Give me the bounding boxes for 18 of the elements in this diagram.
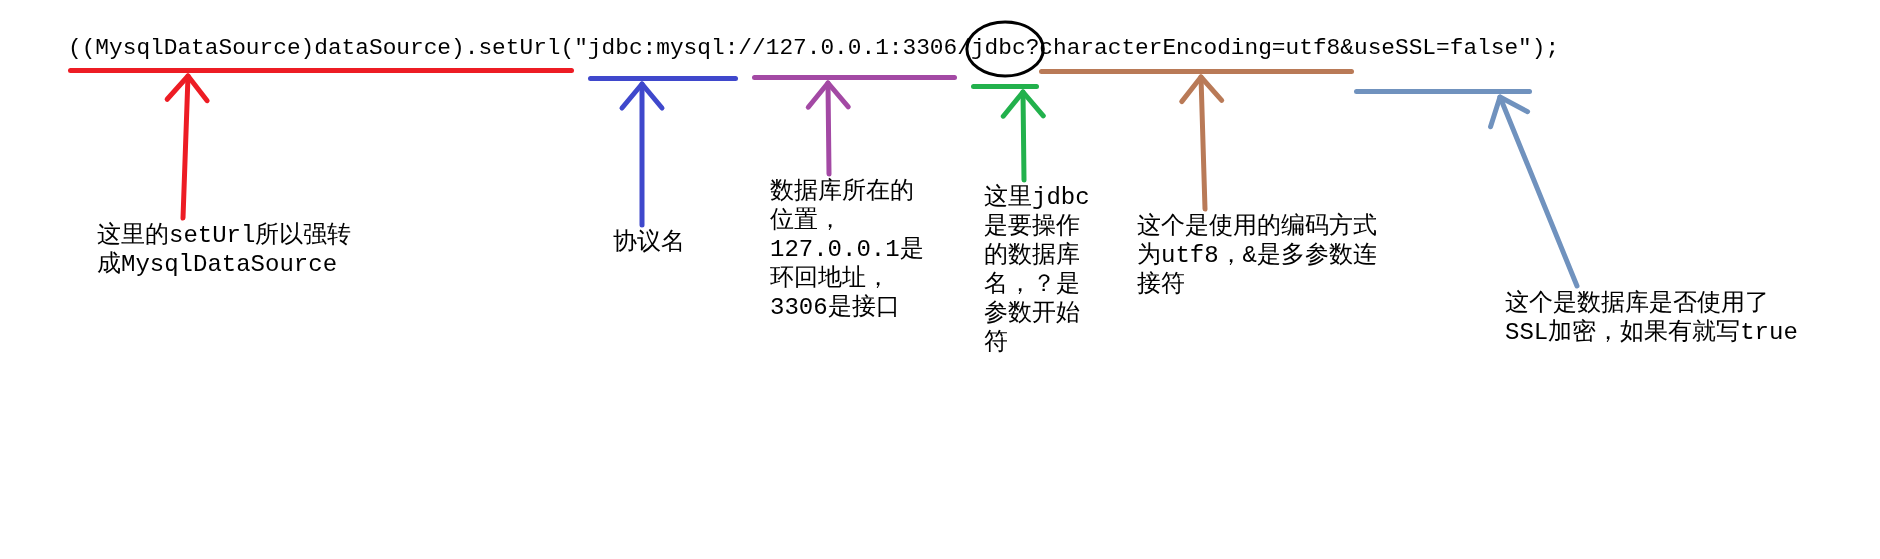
arrow xyxy=(619,81,665,228)
arrow xyxy=(805,80,851,177)
underline xyxy=(587,76,739,81)
arrow xyxy=(1000,89,1046,183)
underline xyxy=(1039,69,1354,74)
underline xyxy=(970,84,1040,89)
underline xyxy=(1353,89,1532,94)
underline xyxy=(68,68,575,73)
annotation-text: 这里jdbc是要操作的数据库名，？是参数开始符 xyxy=(984,183,1096,357)
arrow xyxy=(1488,94,1580,289)
underline xyxy=(752,75,958,80)
annotation-text: 数据库所在的位置，127.0.0.1是环回地址，3306是接口 xyxy=(770,177,928,322)
annotation-text: 这个是数据库是否使用了SSL加密，如果有就写true xyxy=(1505,289,1805,347)
arrow xyxy=(164,73,210,221)
annotation-text: 协议名 xyxy=(613,228,733,257)
annotation-text: 这里的setUrl所以强转成MysqlDataSource xyxy=(97,221,372,279)
arrow xyxy=(1179,74,1225,212)
annotation-text: 这个是使用的编码方式为utf8，&是多参数连接符 xyxy=(1137,212,1383,299)
